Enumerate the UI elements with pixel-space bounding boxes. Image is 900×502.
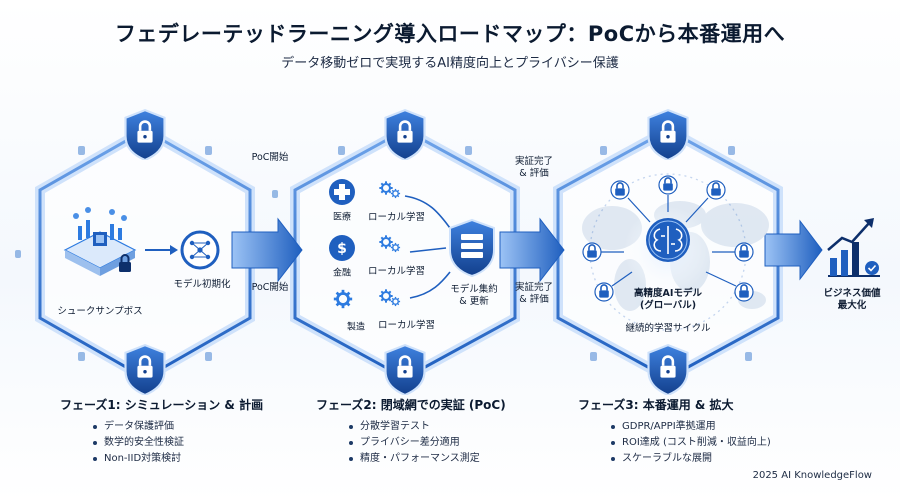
phase3-item: GDPR/APPI準拠運用: [611, 419, 771, 435]
global-model-label: 高精度AIモデル (グローバル): [634, 288, 702, 311]
svg-text:$: $: [337, 241, 347, 257]
growth-chart-icon: [827, 218, 880, 277]
industry-finance-label: 金融: [332, 268, 352, 279]
phase2-item: プライバシー差分適用: [349, 435, 506, 451]
local-training-label: ローカル学習: [368, 266, 426, 278]
sync-arrows: [601, 195, 737, 287]
phase3-item: スケーラブルな展開: [611, 451, 771, 467]
cycle-label: 継続的学習サイクル: [625, 323, 711, 335]
page-title: フェデレーテッドラーニング導入ロードマップ：PoCから本番運用へ: [114, 22, 786, 46]
flow-arrow: [404, 195, 451, 299]
local-training-label: ローカル学習: [368, 212, 426, 224]
validation-label-bottom: 実証完了 & 評価: [514, 282, 554, 305]
phase2-title: フェーズ2: 閉域網での実証 (PoC): [316, 398, 506, 412]
phase2-description: フェーズ2: 閉域網での実証 (PoC) 分散学習テスト プライバシー差分適用 …: [316, 396, 506, 467]
server-shield-icon: [449, 218, 495, 278]
phase1-title: フェーズ1: シミュレーション & 計画: [60, 398, 264, 412]
model-init-label: モデル初期化: [173, 279, 231, 291]
neural-network-icon: [180, 230, 220, 270]
phase1-item: 数学的安全性検証: [92, 435, 263, 451]
shield-lock-icon: [647, 343, 689, 395]
phase2-item: 分散学習テスト: [349, 419, 506, 435]
page-subtitle: データ移動ゼロで実現するAI精度向上とプライバシー保護: [281, 56, 619, 71]
phase1-item: Non-IID対策検討: [92, 451, 263, 467]
sandbox-label: シュークサンプボス: [57, 306, 143, 318]
phase1-item: データ保護評価: [92, 419, 263, 435]
sandbox-platform-icon: [63, 207, 137, 276]
brain-ai-icon: [646, 218, 690, 262]
aggregation-label: モデル集約 & 更新: [450, 284, 498, 307]
shield-lock-icon: [384, 343, 426, 395]
phase1-description: フェーズ1: シミュレーション & 計画 データ保護評価 数学的安全性検証 No…: [60, 396, 263, 467]
industry-medical-label: 医療: [332, 212, 352, 223]
transition-arrow-2: [499, 217, 565, 283]
medical-icon: [329, 179, 355, 205]
poc-start-label-top: PoC開始: [251, 152, 289, 164]
phase3-description: フェーズ3: 本番運用 & 拡大 GDPR/APPI準拠運用 ROI達成 (コス…: [578, 396, 771, 467]
phase3-item: ROI達成 (コスト削減・収益向上): [611, 435, 771, 451]
poc-start-label-bottom: PoC開始: [251, 282, 289, 294]
phase3-title: フェーズ3: 本番運用 & 拡大: [578, 398, 734, 412]
transition-arrow-1: [231, 217, 303, 283]
industry-manufacturing-label: 製造: [346, 322, 366, 333]
local-training-label: ローカル学習: [378, 320, 436, 332]
shield-lock-icon: [124, 343, 166, 395]
outcome-arrow: [764, 219, 823, 281]
validation-label-top: 実証完了 & 評価: [514, 156, 554, 179]
outcome-label: ビジネス価値 最大化: [823, 288, 881, 311]
footer-credit: 2025 AI KnowledgeFlow: [752, 470, 872, 481]
phase2-item: 精度・パフォーマンス測定: [349, 451, 506, 467]
node-lock-icon: [582, 175, 754, 302]
finance-icon: $: [329, 235, 355, 261]
